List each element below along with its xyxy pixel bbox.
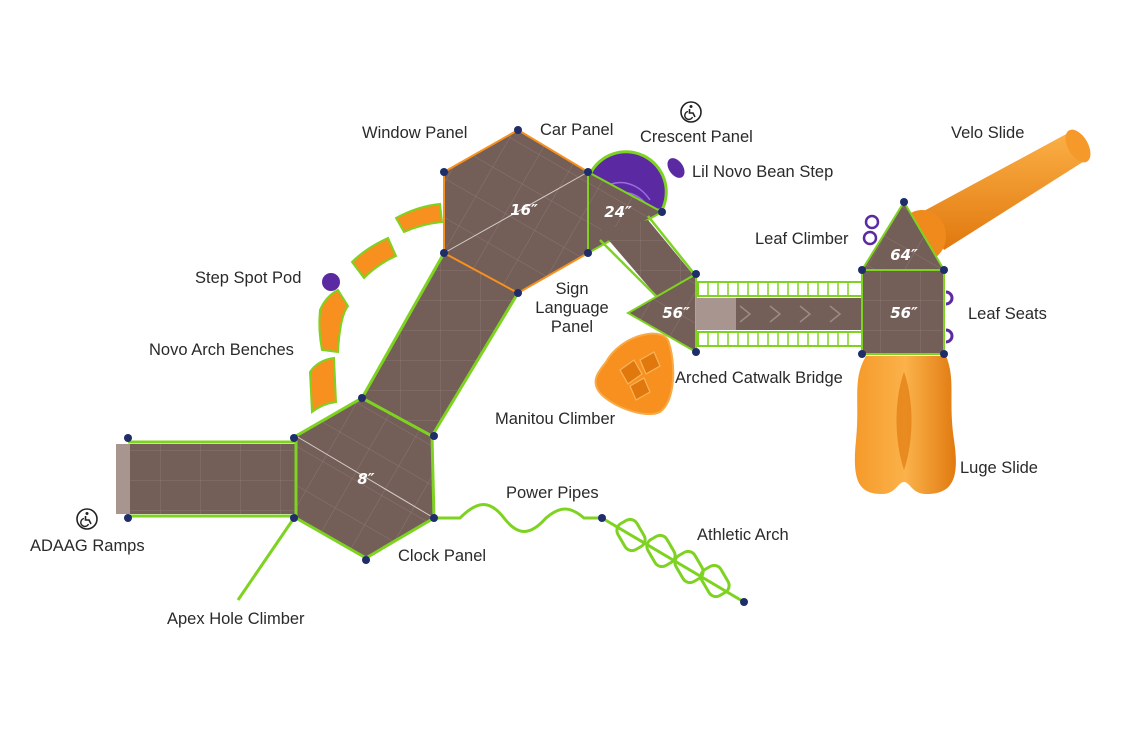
label-clock-panel: Clock Panel (398, 547, 487, 565)
label-sign-language-panel: Sign Language Panel (532, 280, 612, 337)
label-leaf-seats: Leaf Seats (968, 305, 1047, 323)
step-spot-pod (322, 273, 340, 291)
label-line: Sign (555, 280, 589, 298)
posts (124, 126, 948, 606)
arched-catwalk-bridge (696, 281, 863, 347)
label-car-panel: Car Panel (540, 121, 614, 139)
luge-slide (854, 356, 956, 494)
deck-height-8: 8″ (357, 470, 374, 488)
label-step-spot-pod: Step Spot Pod (195, 269, 302, 287)
label-window-panel: Window Panel (362, 124, 468, 142)
label-leaf-climber: Leaf Climber (755, 230, 849, 248)
label-luge-slide: Luge Slide (960, 459, 1038, 477)
lil-novo-bean-step (667, 158, 685, 178)
label-velo-slide: Velo Slide (951, 124, 1025, 142)
label-athletic-arch: Athletic Arch (697, 526, 789, 544)
label-novo-arch-benches: Novo Arch Benches (149, 341, 294, 359)
accessibility-icon (76, 508, 98, 530)
deck-height-16: 16″ (510, 201, 538, 219)
label-arched-catwalk-bridge: Arched Catwalk Bridge (675, 369, 843, 387)
accessibility-icon (680, 101, 702, 123)
adaag-ramp (116, 440, 296, 518)
label-power-pipes: Power Pipes (506, 484, 599, 502)
apex-hole-climber (236, 517, 296, 601)
label-apex-hole-climber: Apex Hole Climber (167, 610, 305, 628)
label-lil-novo-bean-step: Lil Novo Bean Step (692, 163, 834, 181)
deck-tri-64: 64″ (860, 200, 946, 271)
power-pipes (434, 503, 602, 533)
deck-height-56-square: 56″ (890, 304, 918, 322)
label-manitou-climber: Manitou Climber (495, 410, 616, 428)
novo-arch-benches (308, 202, 444, 415)
label-line: Panel (550, 318, 594, 336)
leaf-seat (945, 328, 954, 344)
label-crescent-panel: Crescent Panel (640, 128, 753, 146)
label-adaag-ramps: ADAAG Ramps (30, 537, 145, 555)
step-ramp (599, 215, 697, 301)
deck-height-56-tri: 56″ (662, 304, 690, 322)
leaf-climber (862, 214, 880, 246)
deck-height-64: 64″ (890, 246, 918, 264)
deck-square-56: 56″ (861, 269, 945, 355)
deck-height-24: 24″ (604, 203, 632, 221)
label-line: Language (535, 299, 609, 317)
diagonal-ramp (360, 252, 520, 437)
manitou-climber (594, 332, 675, 416)
leaf-seat (945, 290, 954, 306)
athletic-arch (601, 516, 745, 604)
